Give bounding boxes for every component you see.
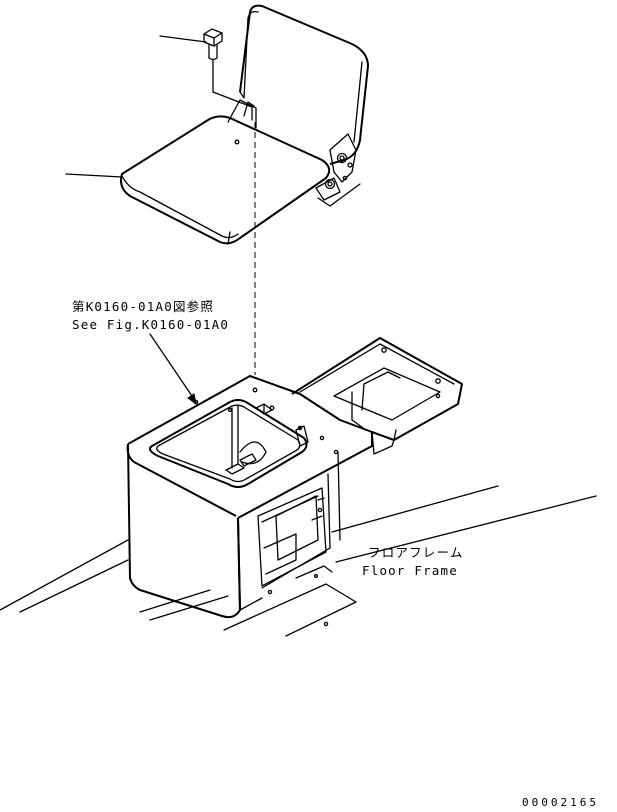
leader-bolt <box>159 35 207 43</box>
floor-frame <box>0 485 597 637</box>
document-number: 00002165 <box>522 796 599 809</box>
seat-cushion <box>120 115 331 245</box>
reference-arrowhead <box>187 393 197 406</box>
reference-label-jp: 第K0160-01A0図参照 <box>72 299 214 314</box>
rear-bracket <box>291 337 463 455</box>
seat-backrest <box>239 4 369 165</box>
floor-frame-label-en: Floor Frame <box>362 563 458 578</box>
floor-frame-label-jp: フロアフレーム <box>368 545 464 560</box>
seat-stand <box>126 375 373 619</box>
hinge-bracket <box>227 99 361 207</box>
leader-cushion <box>65 173 123 178</box>
leader-reference <box>149 333 197 403</box>
reference-label-en: See Fig.K0160-01A0 <box>72 317 229 332</box>
